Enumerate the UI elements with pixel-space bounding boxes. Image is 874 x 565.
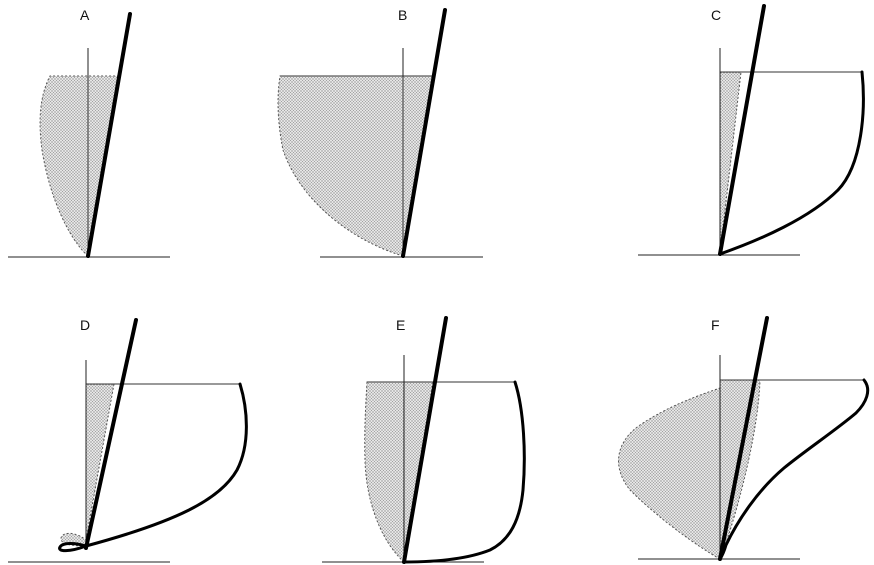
panel-e: E [322,316,526,564]
shaded-profile-b [277,75,435,257]
panel-label-e: E [396,317,405,333]
shaded-profile-a [39,75,119,257]
inclined-rod-c [718,4,766,256]
panel-label-c: C [711,7,721,23]
inclined-rod-b [401,8,447,258]
bold-profile-e [402,380,526,564]
panel-label-b: B [398,7,407,23]
bold-profile-c [718,70,865,256]
panel-label-d: D [80,317,90,333]
shaded-profile-e [364,381,434,563]
panel-f: F [618,316,870,561]
inclined-rod-d [84,318,138,550]
bold-profile-f [718,378,870,561]
panel-a: A [8,7,170,258]
panel-label-a: A [80,7,90,23]
inclined-rod-a [86,12,132,258]
panel-d: D [8,317,248,563]
inclined-rod-e [402,316,448,564]
panel-c: C [638,4,865,256]
inclined-rod-f [718,316,769,561]
shaded-profile-f [618,379,761,560]
bold-profile-d [58,382,248,553]
panel-label-f: F [711,317,720,333]
panel-b: B [277,7,483,258]
